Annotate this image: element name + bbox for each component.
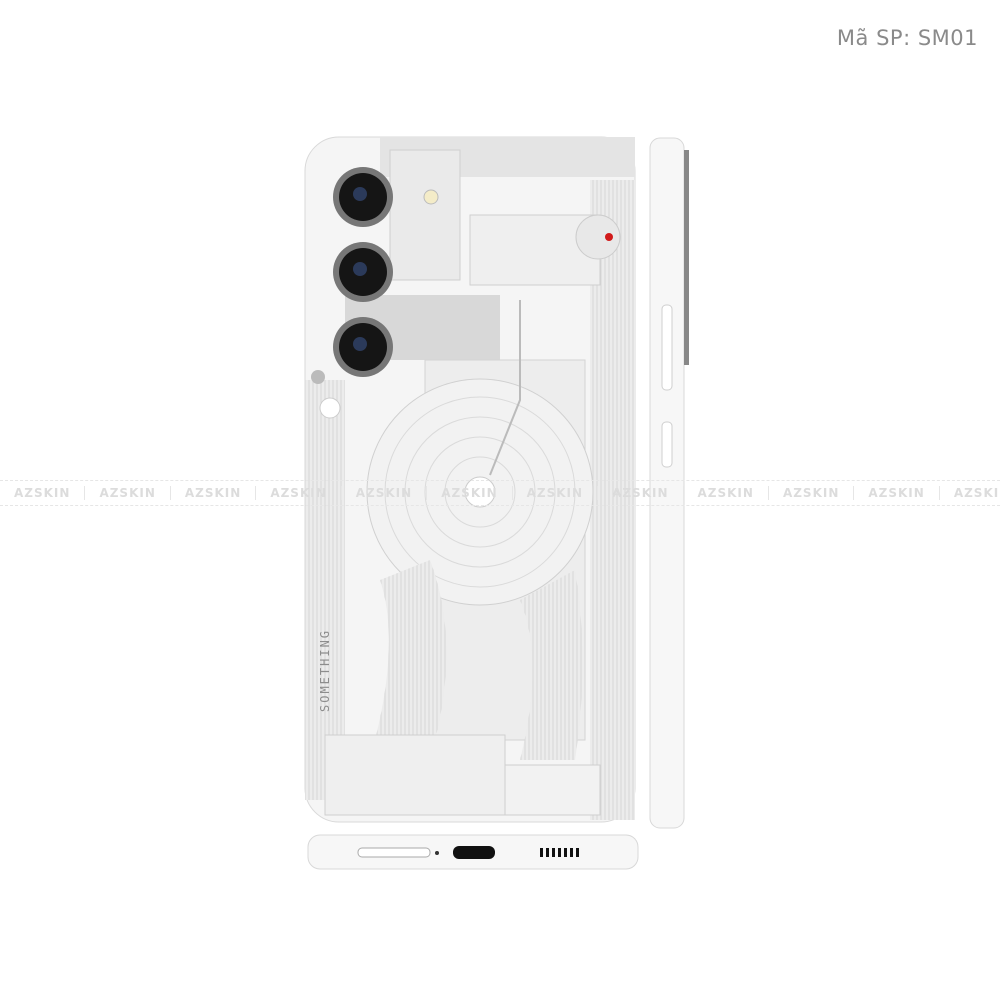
phone-side-view: [649, 137, 689, 829]
watermark-text: AZSKIN: [0, 486, 86, 500]
watermark-text: AZSKIN: [598, 486, 684, 500]
product-code: Mã SP: SM01: [836, 26, 978, 50]
skin-brand-text: SOMETHING: [318, 628, 332, 712]
watermark-text: AZSKIN: [85, 486, 171, 500]
watermark-text: AZSKIN: [684, 486, 769, 500]
watermark-text: AZSKIN: [513, 486, 599, 500]
watermark-text: AZSKIN: [769, 486, 855, 500]
phone-back: [304, 136, 636, 823]
usb-c-port: [453, 846, 495, 859]
watermark-text: AZSKIN: [854, 486, 940, 500]
watermark-text: AZSKIN: [256, 486, 342, 500]
flash-icon: [423, 189, 439, 205]
watermark-text: AZSKIN: [427, 486, 513, 500]
watermark-text: AZSKIN: [940, 486, 1000, 500]
watermark-strip: AZSKIN AZSKIN AZSKIN AZSKIN AZSKIN AZSKI…: [0, 480, 1000, 506]
camera-lenses: [333, 167, 393, 377]
phone-bottom-view: [307, 834, 639, 870]
watermark-text: AZSKIN: [342, 486, 428, 500]
red-dot-icon: [605, 233, 613, 241]
watermark-text: AZSKIN: [171, 486, 257, 500]
